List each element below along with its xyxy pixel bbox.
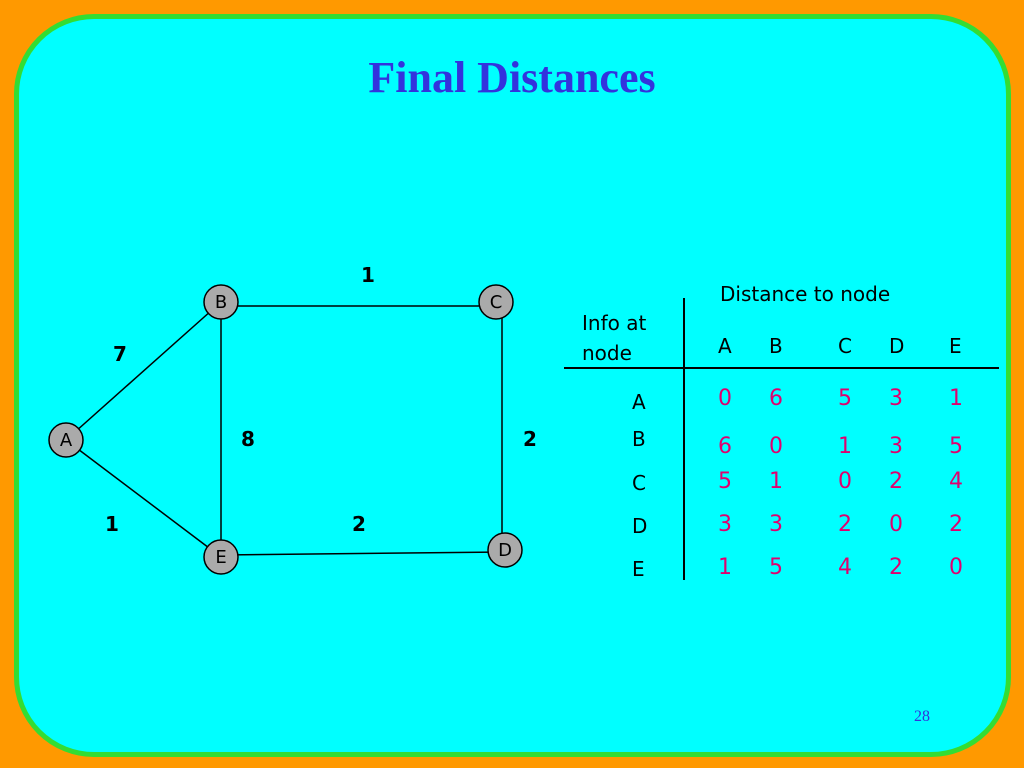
weight-b-e: 8 bbox=[241, 427, 255, 451]
table-cell: 5 bbox=[718, 469, 732, 494]
page-number: 28 bbox=[914, 708, 930, 725]
slide-panel bbox=[14, 14, 1011, 757]
column-header-d: D bbox=[889, 334, 905, 358]
table-header-distance: Distance to node bbox=[720, 282, 891, 306]
table-divider-horizontal bbox=[564, 367, 999, 369]
node-d: D bbox=[487, 532, 523, 568]
table-cell: 2 bbox=[889, 469, 903, 494]
node-a: A bbox=[48, 422, 84, 458]
weight-c-d: 2 bbox=[523, 427, 537, 451]
table-cell: 2 bbox=[838, 512, 852, 537]
row-label-c: C bbox=[632, 471, 646, 495]
weight-b-c: 1 bbox=[361, 263, 375, 287]
page-title: Final Distances bbox=[368, 53, 656, 102]
weight-a-e: 1 bbox=[105, 512, 119, 536]
row-label-b: B bbox=[632, 427, 646, 451]
column-header-c: C bbox=[838, 334, 852, 358]
svg-text:B: B bbox=[215, 292, 227, 313]
table-cell: 3 bbox=[718, 512, 732, 537]
column-header-a: A bbox=[718, 334, 732, 358]
table-header-info: Info at node bbox=[582, 311, 647, 365]
edge-d-e bbox=[220, 551, 506, 556]
table-cell: 1 bbox=[949, 386, 963, 411]
svg-text:A: A bbox=[60, 430, 73, 451]
table-cell: 5 bbox=[769, 555, 783, 580]
table-cell: 2 bbox=[889, 555, 903, 580]
table-cell: 1 bbox=[838, 434, 852, 459]
table-divider-vertical bbox=[683, 298, 685, 580]
weight-a-b: 7 bbox=[113, 342, 127, 366]
edge-a-b bbox=[65, 301, 222, 441]
node-e: E bbox=[203, 539, 239, 575]
weight-d-e: 2 bbox=[352, 512, 366, 536]
node-c: C bbox=[478, 284, 514, 320]
table-cell: 6 bbox=[769, 386, 783, 411]
column-header-b: B bbox=[769, 334, 783, 358]
row-label-a: A bbox=[632, 390, 646, 414]
table-cell: 4 bbox=[949, 469, 963, 494]
table-cell: 3 bbox=[889, 386, 903, 411]
table-cell: 3 bbox=[769, 512, 783, 537]
table-cell: 0 bbox=[949, 555, 963, 580]
column-header-e: E bbox=[949, 334, 962, 358]
table-cell: 6 bbox=[718, 434, 732, 459]
table-cell: 0 bbox=[718, 386, 732, 411]
svg-text:C: C bbox=[490, 292, 503, 313]
edge-a-e bbox=[65, 439, 222, 558]
table-cell: 3 bbox=[889, 434, 903, 459]
table-cell: 1 bbox=[718, 555, 732, 580]
table-cell: 0 bbox=[769, 434, 783, 459]
svg-text:E: E bbox=[215, 547, 226, 568]
table-cell: 0 bbox=[838, 469, 852, 494]
node-b: B bbox=[203, 284, 239, 320]
row-label-e: E bbox=[632, 557, 645, 581]
table-cell: 2 bbox=[949, 512, 963, 537]
table-cell: 5 bbox=[949, 434, 963, 459]
table-cell: 5 bbox=[838, 386, 852, 411]
svg-text:D: D bbox=[498, 540, 512, 561]
table-cell: 1 bbox=[769, 469, 783, 494]
table-cell: 4 bbox=[838, 555, 852, 580]
table-cell: 0 bbox=[889, 512, 903, 537]
row-label-d: D bbox=[632, 514, 648, 538]
